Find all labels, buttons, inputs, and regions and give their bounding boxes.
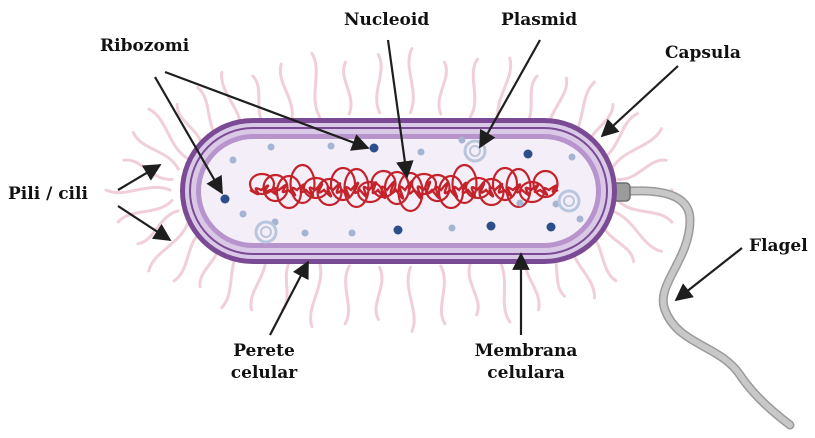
ribosome bbox=[221, 195, 230, 204]
pilus bbox=[408, 267, 414, 331]
pilus bbox=[138, 211, 178, 244]
pilus bbox=[312, 53, 320, 117]
ribosome-small bbox=[459, 137, 466, 144]
pilus bbox=[499, 259, 510, 322]
ribosome-small bbox=[230, 157, 237, 164]
ribosome-small bbox=[577, 216, 584, 223]
arrow-capsula bbox=[602, 66, 678, 136]
flagellum-group bbox=[604, 183, 790, 425]
pilus bbox=[470, 59, 477, 117]
label-perete-line2: celular bbox=[226, 362, 302, 384]
pilus bbox=[344, 62, 351, 114]
label-membrana-line2: celulara bbox=[466, 362, 586, 384]
pilus bbox=[441, 266, 445, 324]
flagellum bbox=[610, 191, 790, 425]
pilus bbox=[106, 187, 170, 192]
label-perete-line1: Perete bbox=[226, 340, 302, 362]
ribosome-small bbox=[328, 143, 335, 150]
ribosome-small bbox=[349, 230, 356, 237]
ribosome-small bbox=[449, 225, 456, 232]
ribosome-small bbox=[517, 200, 524, 207]
label-capsula: Capsula bbox=[665, 42, 741, 64]
label-flagel: Flagel bbox=[749, 235, 808, 257]
pilus bbox=[376, 267, 382, 319]
pilus bbox=[345, 266, 349, 324]
pilus bbox=[439, 62, 446, 114]
label-pili-cili: Pili / cili bbox=[8, 183, 88, 205]
ribosome-small bbox=[240, 211, 247, 218]
pilus bbox=[149, 221, 189, 271]
label-plasmid: Plasmid bbox=[501, 9, 577, 31]
arrow-perete bbox=[270, 262, 308, 335]
pilus bbox=[618, 160, 666, 179]
label-membrana-line1: Membrana bbox=[466, 340, 586, 362]
ribosome-small bbox=[268, 144, 275, 151]
ribosome-small bbox=[569, 154, 576, 161]
pilus bbox=[409, 49, 413, 113]
pilus bbox=[377, 55, 381, 113]
pilus bbox=[311, 263, 321, 327]
label-nucleoid: Nucleoid bbox=[344, 9, 429, 31]
pilus bbox=[612, 211, 662, 251]
label-membrana-celulara: Membrana celulara bbox=[466, 340, 586, 384]
pilus bbox=[124, 160, 172, 179]
pilus bbox=[280, 64, 292, 121]
label-ribozomi: Ribozomi bbox=[100, 35, 189, 57]
ribosome bbox=[370, 144, 379, 153]
pilus bbox=[469, 263, 478, 315]
ribosome bbox=[547, 223, 556, 232]
ribosome bbox=[524, 150, 533, 159]
ribosome bbox=[394, 226, 403, 235]
ribosome bbox=[487, 222, 496, 231]
ribosome-small bbox=[418, 149, 425, 156]
flagellum-outline bbox=[610, 191, 790, 425]
label-perete-celular: Perete celular bbox=[226, 340, 302, 384]
ribosome-small bbox=[302, 230, 309, 237]
